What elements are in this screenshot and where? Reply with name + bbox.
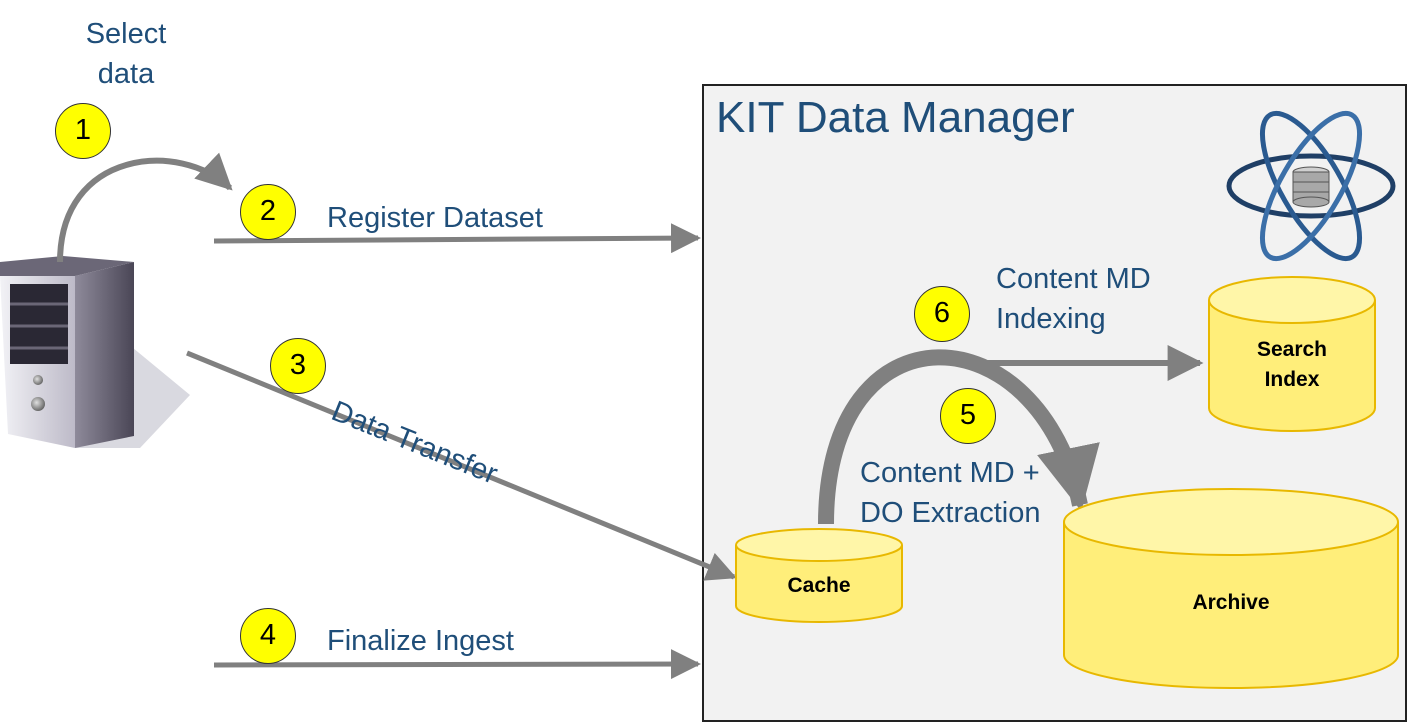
- step-6-badge: 6: [914, 286, 970, 342]
- search-index-label-line-1: Search: [1256, 338, 1328, 361]
- select-data-arrow: [57, 152, 233, 263]
- step-2-label: Register Dataset: [327, 202, 543, 234]
- search-index-label: Search Index: [1209, 335, 1375, 395]
- step-5-badge: 5: [940, 388, 996, 444]
- step-2-badge: 2: [240, 184, 296, 240]
- extraction-arrow: [818, 349, 1100, 525]
- cache-label: Cache: [787, 574, 851, 597]
- step-1-label-line-2: data: [97, 58, 155, 90]
- step-1-label: Select data: [80, 14, 172, 94]
- step-4-badge: 4: [240, 608, 296, 664]
- step-3-badge: 3: [270, 338, 326, 394]
- step-6-label: Content MD Indexing: [996, 259, 1151, 339]
- finalize-ingest-arrow: [213, 649, 701, 680]
- search-index-cylinder: [1208, 276, 1376, 432]
- step-4-label: Finalize Ingest: [327, 625, 514, 657]
- panel-title: KIT Data Manager: [716, 93, 1075, 142]
- step-5-label: Content MD + DO Extraction: [860, 453, 1041, 533]
- atom-database-icon: [1226, 110, 1396, 262]
- step-5-label-line-2: DO Extraction: [860, 497, 1041, 529]
- archive-label: Archive: [1192, 591, 1270, 614]
- step-5-label-line-1: Content MD +: [860, 457, 1040, 489]
- cache-cylinder: [735, 528, 903, 623]
- desktop-computer-icon: [0, 256, 190, 448]
- search-index-label-line-2: Index: [1264, 368, 1320, 391]
- step-6-label-line-1: Content MD: [996, 263, 1151, 295]
- data-transfer-arrow: [186, 350, 737, 581]
- archive-cylinder: [1063, 488, 1399, 689]
- step-6-label-line-2: Indexing: [996, 303, 1106, 335]
- step-1-label-line-1: Select: [85, 18, 167, 50]
- step-1-badge: 1: [55, 103, 111, 159]
- register-dataset-arrow: [213, 223, 701, 254]
